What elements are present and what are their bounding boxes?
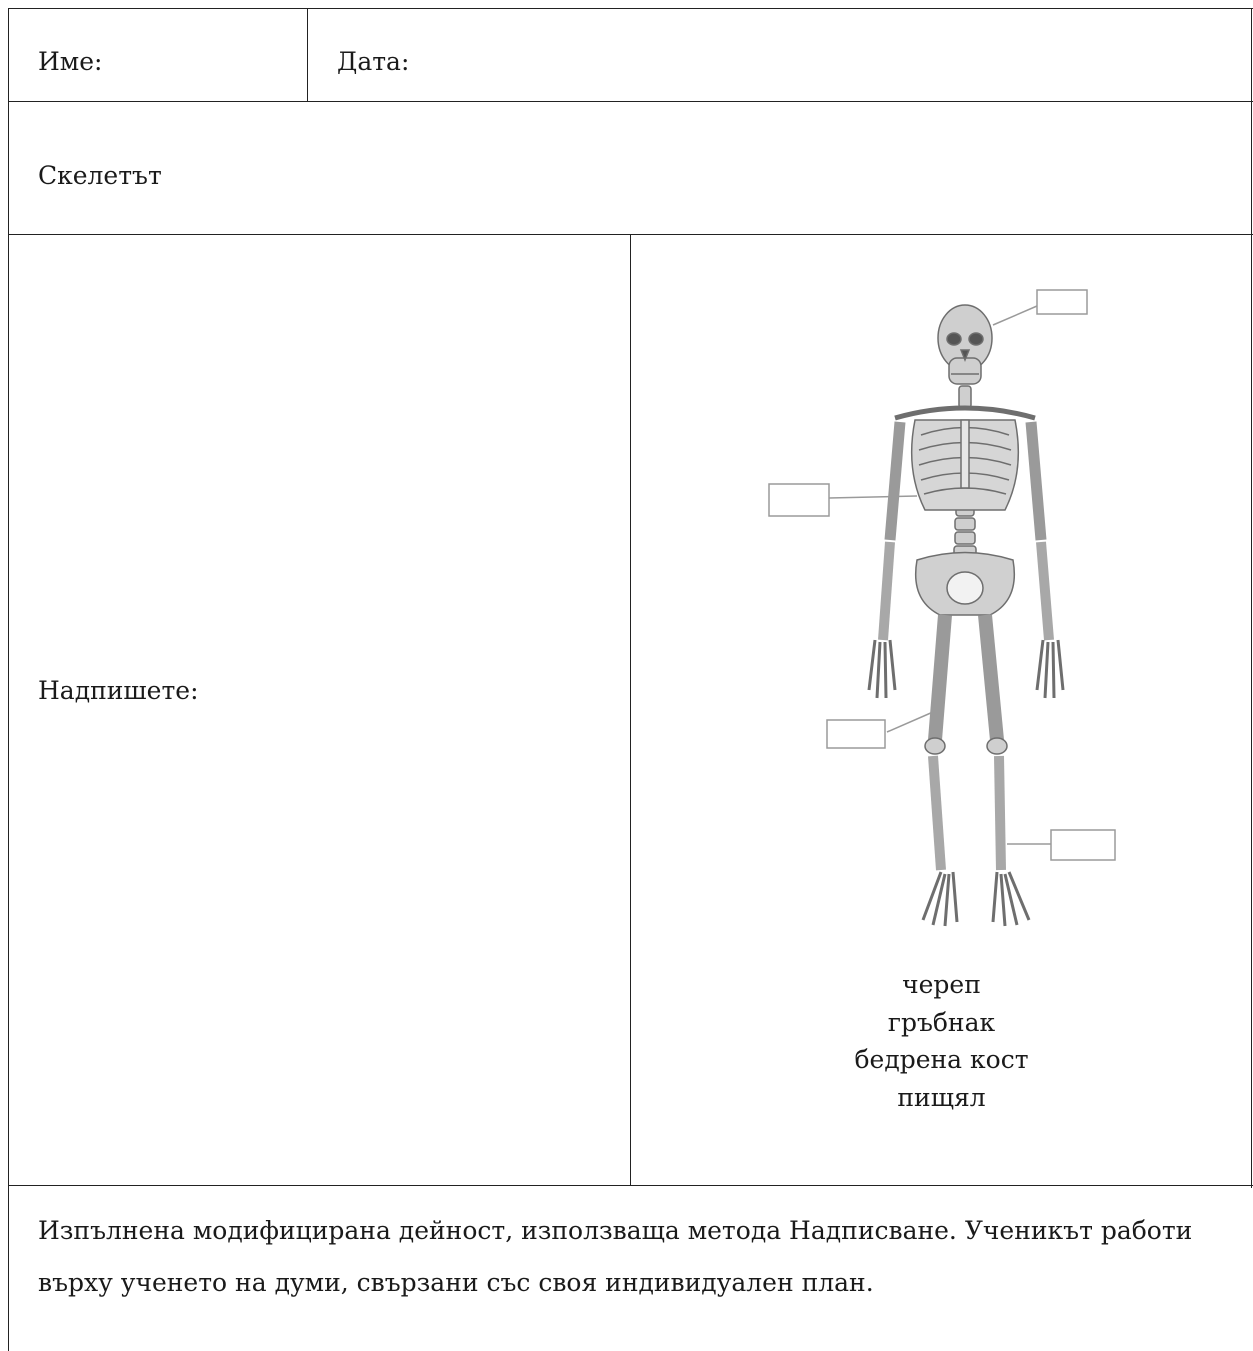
instruction-text: Надпишете: (38, 678, 199, 703)
table-border-top (8, 8, 1253, 9)
activity-note: Изпълнена модифицирана дейност, използва… (38, 1205, 1218, 1309)
col-divider-body (630, 234, 631, 1185)
label-box-spine[interactable] (769, 484, 829, 516)
word-bank-item: череп (630, 972, 1253, 997)
label-box-femur[interactable] (827, 720, 885, 748)
row-divider-3 (8, 1185, 1253, 1186)
row-divider-1 (8, 101, 1253, 102)
col-divider-header (307, 8, 308, 101)
word-bank-item: гръбнак (630, 1010, 1253, 1035)
date-label: Дата: (337, 49, 409, 74)
word-bank-item: пищял (630, 1085, 1253, 1110)
label-box-skull[interactable] (1037, 290, 1087, 314)
topic-title: Скелетът (38, 163, 162, 188)
skeleton-figure (745, 270, 1145, 930)
label-box-tibia[interactable] (1051, 830, 1115, 860)
name-label: Име: (38, 49, 102, 74)
table-border-left (8, 8, 9, 1351)
word-bank-item: бедрена кост (630, 1047, 1253, 1072)
